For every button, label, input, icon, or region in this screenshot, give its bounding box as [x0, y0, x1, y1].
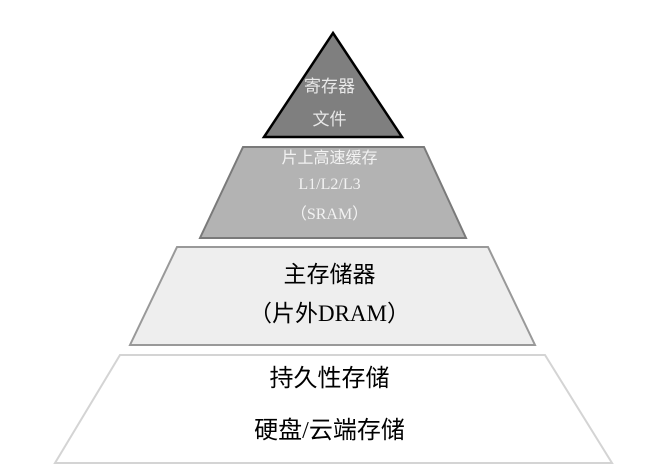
- dram-label-2: （片外DRAM）: [248, 301, 410, 326]
- layer-cache-shape: [198, 146, 468, 239]
- storage-label-2: 硬盘/云端存储: [254, 418, 405, 444]
- layer-registers-shape: [261, 30, 405, 139]
- layer-dram-shape: [128, 246, 537, 346]
- cache-label-1: 片上高速缓存: [281, 150, 378, 167]
- dram-label-1: 主存储器: [283, 262, 376, 287]
- cache-label-3: （SRAM）: [290, 206, 369, 223]
- registers-label-1: 寄存器: [304, 77, 355, 96]
- registers-label-2: 文件: [312, 110, 347, 129]
- cache-label-2: L1/L2/L3: [298, 176, 361, 193]
- storage-label-1: 持久性存储: [269, 366, 390, 392]
- layer-storage-shape: [53, 354, 614, 464]
